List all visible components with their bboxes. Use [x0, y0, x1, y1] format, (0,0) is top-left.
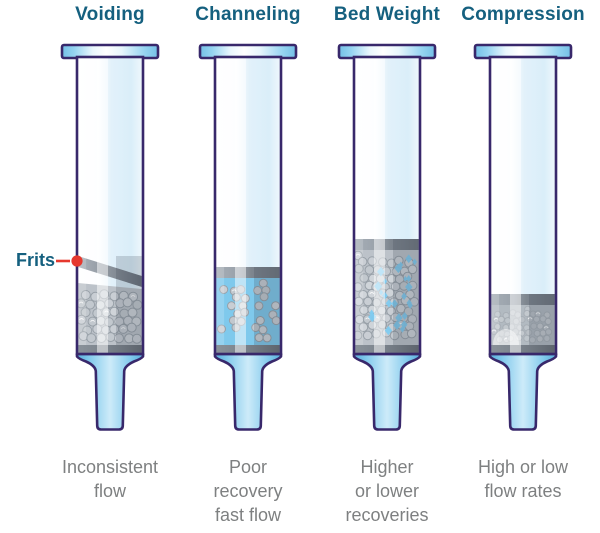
- column-title-channeling: Channeling: [195, 4, 301, 25]
- column-compression-graphic: [473, 43, 573, 431]
- column-voiding-outlet-tip: [75, 352, 145, 431]
- column-channeling-tube: [213, 55, 283, 356]
- frits-label: Frits: [15, 250, 55, 270]
- column-voiding-bed: [78, 58, 142, 354]
- column-caption-compression: High or low flow rates: [477, 457, 569, 501]
- column-compression-outlet-tip: [488, 352, 558, 431]
- column-title-compression: Compression: [461, 4, 585, 25]
- column-channeling-graphic: [198, 43, 298, 431]
- column-voiding-graphic: [60, 43, 160, 431]
- column-caption-voiding: Inconsistent flow: [61, 457, 159, 501]
- column-bed-weight-tube: [352, 55, 422, 356]
- column-compression-tube: [488, 55, 558, 356]
- column-bed-weight-outlet-tip: [352, 352, 422, 431]
- column-caption-channeling: Poor recovery fast flow: [213, 457, 283, 525]
- column-bed-weight-bed: [355, 58, 419, 354]
- frits-pointer-dot: [71, 255, 83, 267]
- frits-pointer: [56, 255, 83, 267]
- column-voiding-tube: [75, 55, 145, 356]
- column-channeling-outlet-tip: [213, 352, 283, 431]
- column-caption-bed-weight: Higher or lower recoveries: [345, 457, 429, 525]
- column-title-voiding: Voiding: [75, 4, 145, 25]
- column-bed-weight-graphic: [337, 43, 437, 431]
- column-title-bed-weight: Bed Weight: [333, 4, 441, 25]
- column-channeling-bed: [216, 58, 280, 354]
- column-compression-bed: [491, 58, 555, 354]
